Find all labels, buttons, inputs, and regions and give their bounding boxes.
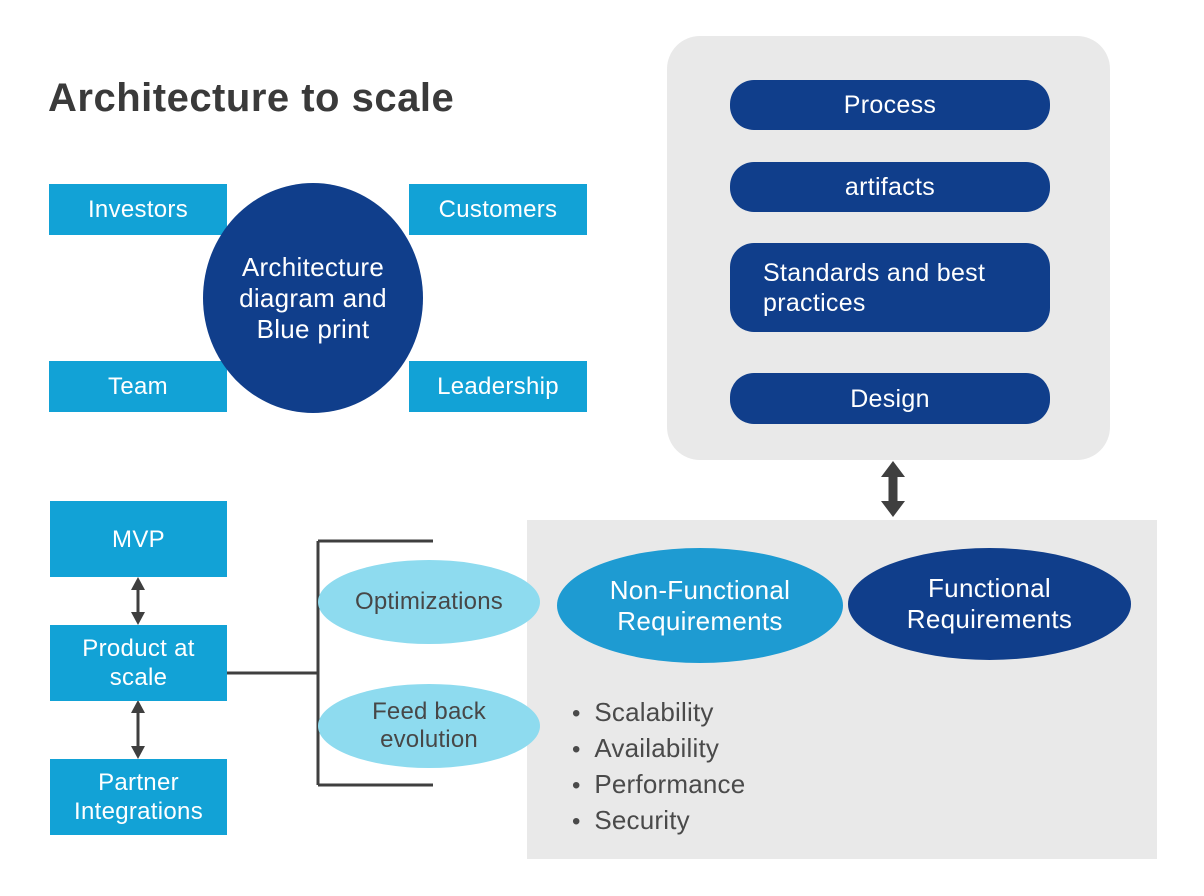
pill-artifacts: artifacts [730, 162, 1050, 212]
ellipse-functional-requirements: Functional Requirements [848, 548, 1131, 660]
ellipse-optimizations: Optimizations [318, 560, 540, 644]
bullet-scalability: Scalability [572, 695, 745, 731]
bullet-security: Security [572, 803, 745, 839]
page-title: Architecture to scale [48, 76, 455, 120]
nfr-bullet-list: Scalability Availability Performance Sec… [572, 695, 745, 839]
box-investors: Investors [49, 184, 227, 235]
product-partner-arrow-icon [131, 700, 145, 759]
pill-process: Process [730, 80, 1050, 130]
box-mvp: MVP [50, 501, 227, 577]
bullet-availability: Availability [572, 731, 745, 767]
box-leadership: Leadership [409, 361, 587, 412]
box-team: Team [49, 361, 227, 412]
box-partner-integrations: Partner Integrations [50, 759, 227, 835]
box-customers: Customers [409, 184, 587, 235]
requirements-panel: Non-Functional Requirements Functional R… [527, 520, 1157, 859]
process-artifacts-panel: Process artifacts Standards and best pra… [667, 36, 1110, 460]
panel-double-arrow-icon [881, 461, 905, 517]
architecture-blueprint-circle: Architecture diagram and Blue print [203, 183, 423, 413]
bullet-performance: Performance [572, 767, 745, 803]
ellipse-non-functional-requirements: Non-Functional Requirements [557, 548, 843, 663]
pill-standards-best-practices: Standards and best practices [730, 243, 1050, 332]
mvp-product-arrow-icon [131, 577, 145, 625]
box-product-at-scale: Product at scale [50, 625, 227, 701]
pill-design: Design [730, 373, 1050, 424]
ellipse-feedback-evolution: Feed back evolution [318, 684, 540, 768]
